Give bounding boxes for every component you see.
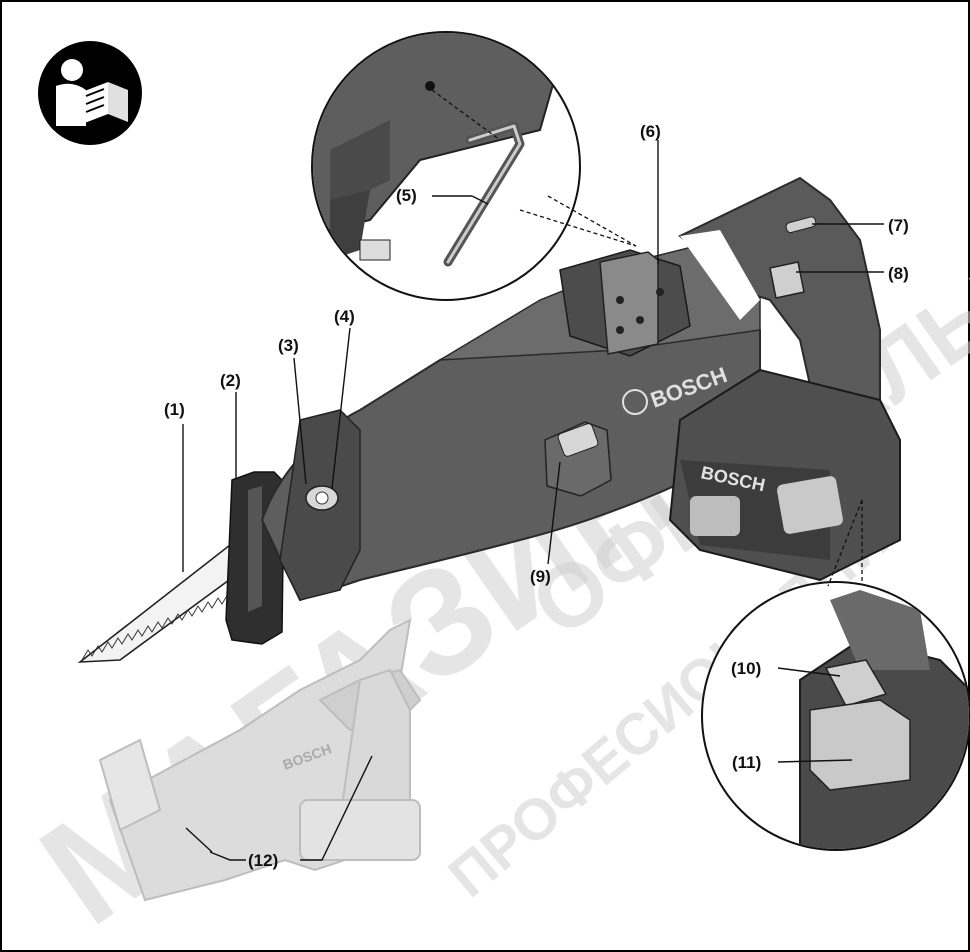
leader-lines (182, 140, 884, 861)
saw-body: BOSCH BOSCH (260, 176, 901, 602)
callout-1: (1) (164, 400, 185, 419)
callout-10: (10) (731, 659, 761, 678)
battery-pack (809, 699, 911, 791)
switch-lock (785, 216, 817, 234)
callout-3: (3) (278, 336, 299, 355)
callout-5: (5) (396, 186, 417, 205)
callout-2: (2) (220, 371, 241, 390)
battery-release-button (824, 659, 888, 707)
callout-labels: (1) (2) (3) (4) (5) (6) (7) (8) (9) (10)… (164, 122, 909, 870)
on-off-switch (769, 261, 805, 299)
detail-circle-allen-key (311, 31, 581, 301)
callout-11: (11) (732, 753, 761, 772)
ghost-saw-illustration: BOSCH (98, 618, 422, 902)
callout-9: (9) (530, 567, 551, 586)
callout-6: (6) (640, 122, 661, 141)
callout-12: (12) (248, 851, 278, 870)
read-manual-icon (38, 41, 142, 145)
callout-8: (8) (888, 264, 909, 283)
callout-4: (4) (334, 307, 355, 326)
callout-7: (7) (888, 216, 909, 235)
